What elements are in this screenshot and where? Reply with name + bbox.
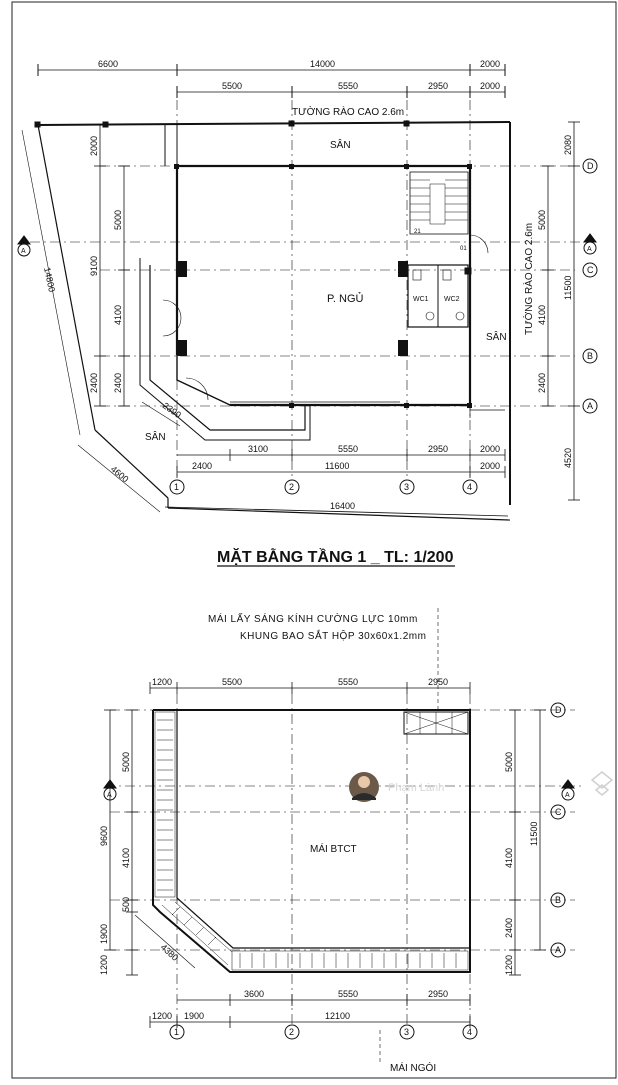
dim-bottom-1: 3100 [248,444,268,454]
roof-axis-1: 1 [174,1027,179,1037]
dim-top-2: 14000 [310,59,335,69]
roof-dim-top-4: 2950 [428,677,448,687]
roof-dim-left-1: 9600 [99,826,109,846]
dim-top2-3: 2950 [428,81,448,91]
dim-top-3: 2000 [480,59,500,69]
dim-left-4: 4100 [113,305,123,325]
axis-c: C [587,265,594,275]
roof-axis-b: B [555,895,561,905]
dim-right-3: 11500 [563,276,573,300]
dim-top2-1: 5500 [222,81,242,91]
roof-dim-top-2: 5500 [222,677,242,687]
dim-left-5: 2400 [89,373,99,393]
dim-left-2: 9100 [89,256,99,276]
yard-label-top: SÂN [330,138,351,151]
skylight-note-2: KHUNG BAO SẮT HỘP 30x60x1.2mm [240,629,426,642]
dim-bottom2-2: 11600 [325,461,349,471]
roof-dim-left-6: 1200 [99,955,109,975]
roof-section-mark-right: A [565,792,570,799]
room-label-bedroom: P. NGỦ [327,292,364,305]
roof-dim-top-3: 5550 [338,677,358,687]
dim-left-1: 2000 [89,136,99,156]
roof-dim-top-1: 1200 [152,677,172,687]
fence-label-top: TƯỜNG RÀO CAO 2.6m [292,105,404,118]
stair-mark-2: 01 [460,246,467,252]
roof-dim-right-3: 4100 [504,848,514,868]
roof-dim-right-2: 11500 [529,822,539,846]
roof-dim-right-1: 5000 [504,752,514,772]
dim-right-6: 4520 [563,448,573,468]
dim-bottom-total: 16400 [330,501,355,511]
dim-diag-1: 14800 [42,266,57,293]
roof-axis-4: 4 [467,1027,472,1037]
roof-axis-3: 3 [404,1027,409,1037]
dim-top-1: 6600 [98,59,118,69]
roof-dim-right-5: 1200 [504,955,514,975]
watermark: Phạm Lành [349,771,614,802]
dim-right-4: 4100 [537,305,547,325]
roof-label: MÁI BTCT [310,842,357,855]
tile-roof-label: MÁI NGÓI [390,1061,436,1074]
skylight-note-1: MÁI LẤY SÁNG KÍNH CƯỜNG LỰC 10mm [208,612,418,625]
roof-dim-right-4: 2400 [504,918,514,938]
dim-diag-3: 2390 [161,400,183,420]
dim-bottom-2: 5550 [338,444,358,454]
roof-axis-d: D [555,705,562,715]
section-mark-left: A [21,248,26,255]
yard-label-bottom: SÂN [145,430,166,443]
plan1-title: MẶT BẰNG TẦNG 1 _ TL: 1/200 [217,547,454,566]
roof-dim-bottom2-3: 12100 [325,1011,350,1021]
dim-top2-2: 5550 [338,81,358,91]
plan-roof [103,608,585,1065]
yard-label-right: SÂN [486,330,507,343]
dim-bottom2-3: 2000 [480,461,500,471]
axis-3: 3 [404,482,409,492]
dim-left-6: 2400 [113,373,123,393]
dim-right-2: 5000 [537,210,547,230]
dim-left-3: 5000 [113,210,123,230]
roof-dim-left-5: 1900 [99,924,109,944]
roof-dim-left-3: 4100 [121,848,131,868]
roof-dim-bottom-3: 2950 [428,989,448,999]
dim-bottom-4: 2000 [480,444,500,454]
roof-dim-bottom2-1: 1200 [152,1011,172,1021]
dim-right-1: 2080 [563,135,573,155]
fence-label-right: TƯỜNG RÀO CAO 2.6m [522,223,535,335]
wc2-label: WC2 [444,296,460,303]
roof-dim-bottom-2: 5550 [338,989,358,999]
plan2-texts: MÁI LẤY SÁNG KÍNH CƯỜNG LỰC 10mm KHUNG B… [99,612,570,1074]
section-mark-right: A [587,246,592,253]
watermark-name: Phạm Lành [388,782,444,794]
dim-bottom2-1: 2400 [192,461,212,471]
axis-2: 2 [289,482,294,492]
roof-dim-bottom2-2: 1900 [184,1011,204,1021]
dim-right-5: 2400 [537,373,547,393]
roof-dim-bottom-1: 3600 [244,989,264,999]
roof-axis-2: 2 [289,1027,294,1037]
roof-axis-c: C [555,807,562,817]
roof-dim-left-2: 5000 [121,752,131,772]
dim-bottom-3: 2950 [428,444,448,454]
dim-top2-4: 2000 [480,81,500,91]
stair-mark: 21 [414,229,421,235]
dim-diag-2: 4600 [109,464,131,485]
axis-b: B [587,351,593,361]
plan-floor-1 [17,64,598,567]
roof-dim-left-4: 500 [121,897,131,912]
axis-d: D [587,161,594,171]
plan1-texts: 6600 14000 2000 5500 5550 2950 2000 TƯỜN… [21,59,594,566]
watermark-logo-icon [590,771,614,796]
sheet-frame [11,1,617,1079]
roof-section-mark-left: A [107,792,112,799]
axis-4: 4 [467,482,472,492]
roof-axis-a: A [555,945,561,955]
wc1-label: WC1 [413,296,429,303]
axis-1: 1 [174,482,179,492]
axis-a: A [587,401,593,411]
